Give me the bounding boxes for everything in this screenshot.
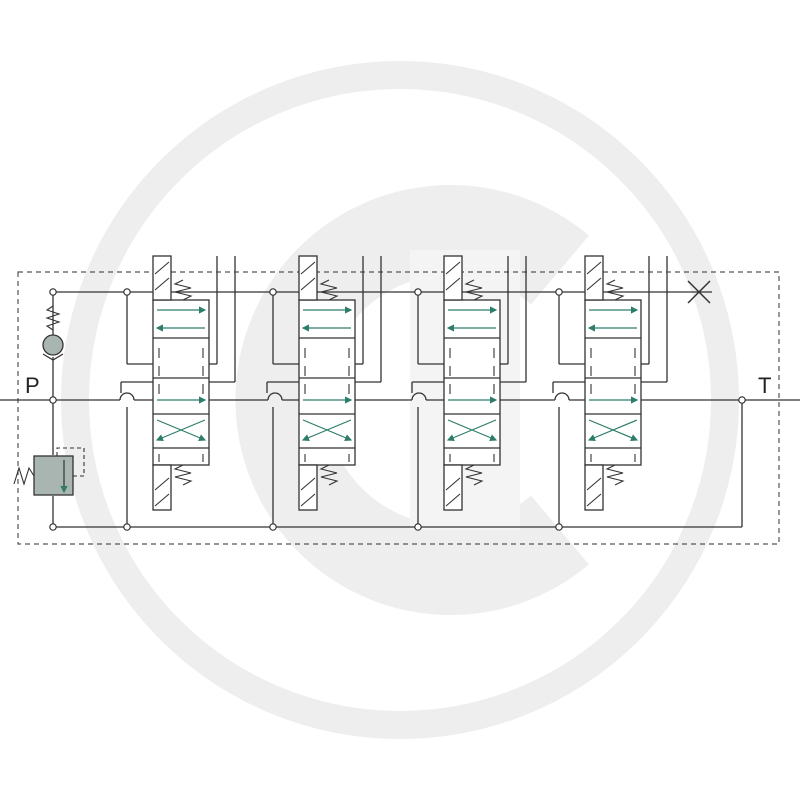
pressure-line <box>0 392 800 401</box>
actuator-bottom <box>584 464 604 511</box>
spring-top <box>464 279 484 301</box>
pressure-port-label: P <box>25 373 40 398</box>
valve-section-4 <box>552 255 668 527</box>
actuator-top <box>152 255 172 301</box>
spring-top <box>605 279 625 301</box>
tank-port-label: T <box>758 373 772 398</box>
pressure-relief-valve <box>13 447 85 496</box>
spring-top <box>173 279 193 301</box>
spring-bottom <box>464 464 484 486</box>
spring-top <box>319 279 339 301</box>
junction-dot <box>49 288 57 296</box>
junction-dot <box>738 396 746 404</box>
control-sections <box>120 255 668 527</box>
junction-dot <box>269 523 277 531</box>
valve-section-1 <box>120 255 236 527</box>
flow-arrows <box>446 306 498 442</box>
spool-body <box>152 299 210 466</box>
valve-section-3 <box>411 255 527 527</box>
spool-body <box>443 299 501 466</box>
flow-arrows <box>155 306 207 442</box>
flow-arrows <box>301 306 353 442</box>
spool-body <box>298 299 356 466</box>
junction-dot <box>555 288 563 296</box>
junction-dot <box>123 523 131 531</box>
actuator-top <box>443 255 463 301</box>
spool-body <box>584 299 642 466</box>
spring-bottom <box>605 464 625 486</box>
actuator-top <box>298 255 318 301</box>
junction-dots <box>49 288 746 531</box>
actuator-bottom <box>443 464 463 511</box>
junction-dot <box>123 288 131 296</box>
valve-section-2 <box>266 255 382 527</box>
actuator-bottom <box>298 464 318 511</box>
plugged-port-cross <box>687 280 711 304</box>
junction-dot <box>414 288 422 296</box>
junction-dot <box>49 523 57 531</box>
check-valve <box>42 305 64 361</box>
junction-dot <box>269 288 277 296</box>
actuator-bottom <box>152 464 172 511</box>
junction-dot <box>555 523 563 531</box>
junction-dot <box>414 523 422 531</box>
spring-bottom <box>173 464 193 486</box>
actuator-top <box>584 255 604 301</box>
junction-dot <box>49 396 57 404</box>
spring-bottom <box>319 464 339 486</box>
flow-arrows <box>587 306 639 442</box>
valve-housing-outline <box>17 271 780 545</box>
